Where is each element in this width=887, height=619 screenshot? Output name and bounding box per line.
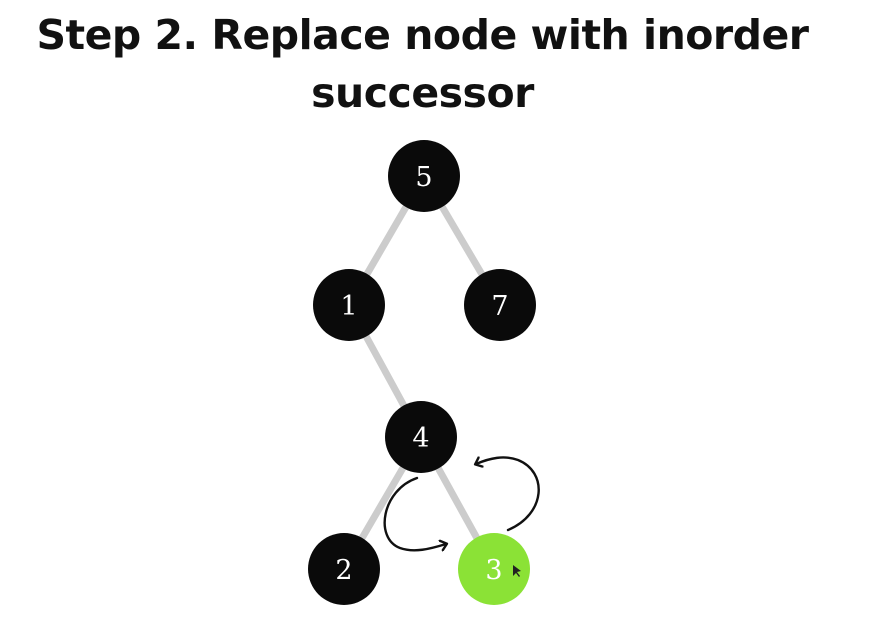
- node-4: 4: [385, 401, 457, 473]
- nodes: 5 1 7 4 2 3: [308, 140, 536, 605]
- node-3-highlighted: 3: [458, 533, 530, 605]
- node-3-label: 3: [485, 555, 502, 586]
- title-line-2: successor: [311, 69, 534, 117]
- page-title: Step 2. Replace node with inorder succes…: [0, 6, 845, 122]
- node-7-label: 7: [491, 291, 508, 322]
- swap-arrow-left: [383, 476, 446, 550]
- node-1-label: 1: [340, 291, 357, 322]
- swap-arrow-right: [476, 457, 540, 532]
- edges: [340, 172, 504, 573]
- mouse-cursor-icon: [513, 565, 521, 577]
- node-5-label: 5: [415, 162, 432, 193]
- node-4-label: 4: [412, 423, 429, 454]
- node-2: 2: [308, 533, 380, 605]
- swap-arrows-icon: [383, 457, 540, 550]
- node-7: 7: [464, 269, 536, 341]
- title-line-1: Step 2. Replace node with inorder: [36, 11, 809, 59]
- node-1: 1: [313, 269, 385, 341]
- node-2-label: 2: [335, 555, 352, 586]
- node-5: 5: [388, 140, 460, 212]
